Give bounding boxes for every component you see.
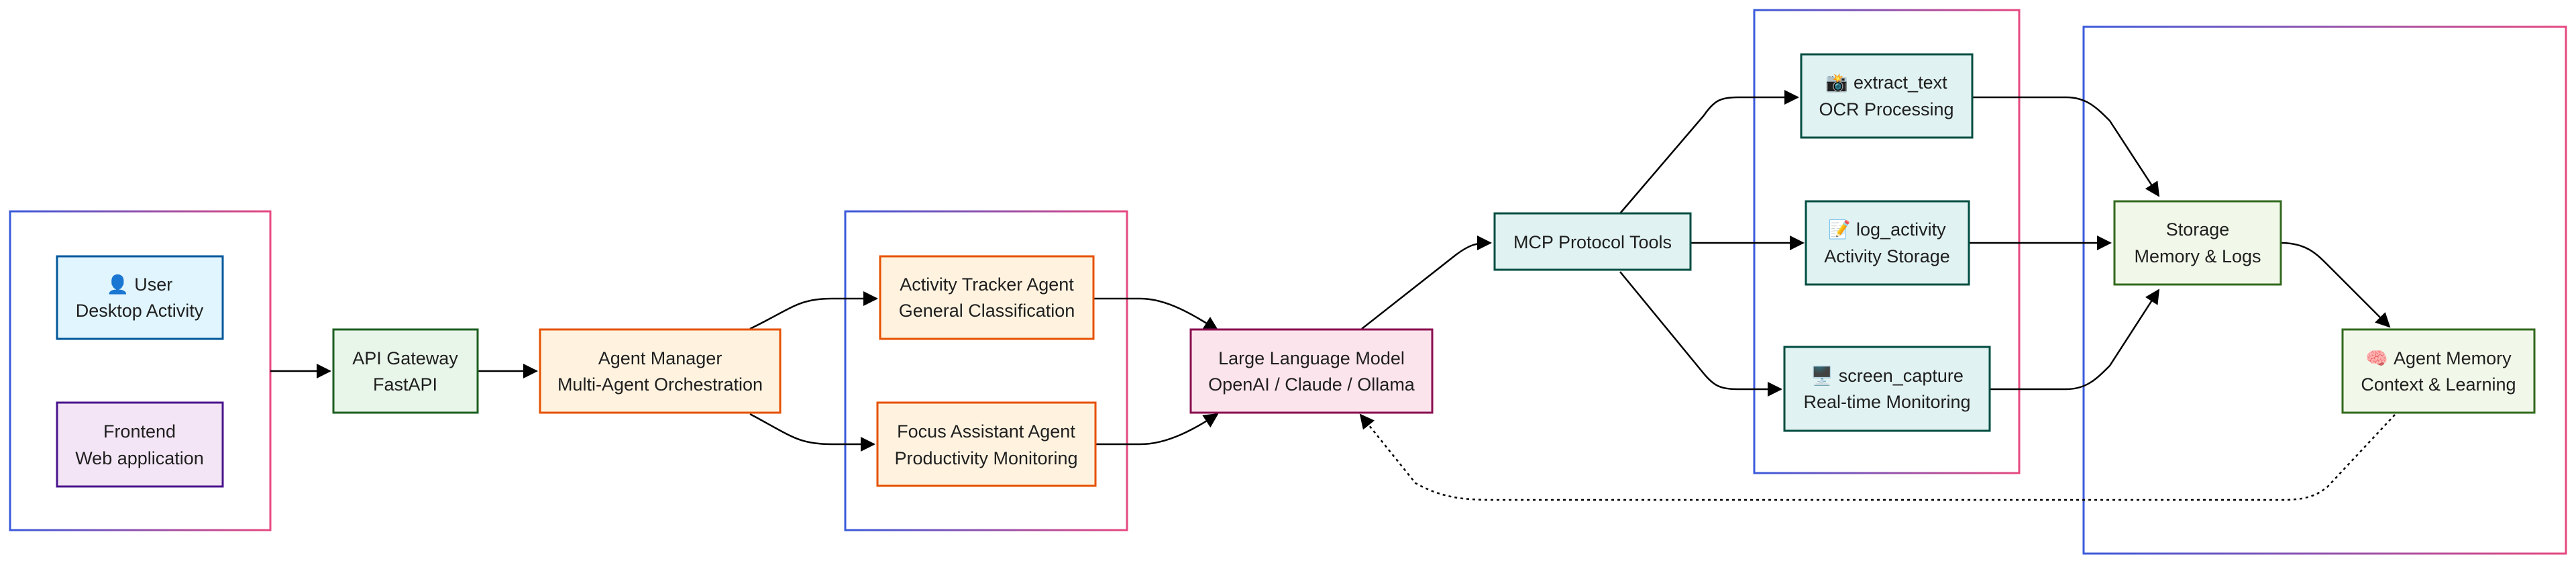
edge-manager-to-focus xyxy=(749,413,875,452)
agent-manager-subtitle: Multi-Agent Orchestration xyxy=(557,374,763,395)
node-log-activity: 📝log_activity Activity Storage xyxy=(1805,200,1970,286)
svg-text:🧠Agent Memory: 🧠 Agent Memory xyxy=(2365,348,2512,368)
activity-tracker-title: Activity Tracker Agent xyxy=(900,274,1074,295)
group-persistence xyxy=(2082,25,2567,555)
user-subtitle: Desktop Activity xyxy=(76,301,204,321)
svg-text:📸extract_text: 📸 extract_text xyxy=(1825,72,1947,93)
node-user: 👤User Desktop Activity xyxy=(56,255,224,340)
node-activity-tracker: Activity Tracker Agent General Classific… xyxy=(879,255,1095,340)
api-gateway-subtitle: FastAPI xyxy=(373,374,437,395)
node-storage: Storage Memory & Logs xyxy=(2113,200,2282,286)
edge-tracker-to-llm xyxy=(1093,297,1219,331)
extract-text-subtitle: OCR Processing xyxy=(1819,99,1953,119)
frontend-subtitle: Web application xyxy=(75,448,204,468)
agent-memory-subtitle: Context & Learning xyxy=(2361,374,2516,395)
log-activity-subtitle: Activity Storage xyxy=(1824,246,1950,266)
node-agent-memory: 🧠 Agent Memory Context & Learning xyxy=(2341,328,2536,414)
monitor-icon: 🖥️ xyxy=(1811,365,1833,386)
storage-subtitle: Memory & Logs xyxy=(2134,246,2261,266)
edge-screen-to-storage xyxy=(1990,289,2160,391)
agent-memory-title: Agent Memory xyxy=(2394,348,2512,368)
focus-assistant-title: Focus Assistant Agent xyxy=(897,421,1075,442)
frontend-title: Frontend xyxy=(103,421,176,442)
edge-mcp-to-extract xyxy=(1619,90,1799,214)
edge-memory-to-llm xyxy=(1359,413,2396,501)
node-focus-assistant: Focus Assistant Agent Productivity Monit… xyxy=(876,401,1097,487)
memo-icon: 📝 xyxy=(1828,219,1851,240)
camera-icon: 📸 xyxy=(1825,72,1848,93)
user-icon: 👤 xyxy=(107,274,129,295)
node-agent-manager: Agent Manager Multi-Agent Orchestration xyxy=(539,328,782,414)
node-api-gateway: API Gateway FastAPI xyxy=(332,328,479,414)
group-frames xyxy=(9,9,2567,555)
node-screen-capture: 🖥️ screen_capture Real-time Monitoring xyxy=(1783,346,1991,432)
focus-assistant-subtitle: Productivity Monitoring xyxy=(894,448,1077,468)
user-title: User xyxy=(134,274,172,295)
agent-manager-title: Agent Manager xyxy=(598,348,722,368)
llm-subtitle: OpenAI / Claude / Ollama xyxy=(1208,374,1415,395)
svg-text:📝log_activity: 📝log_activity xyxy=(1828,219,1946,240)
node-llm: Large Language Model OpenAI / Claude / O… xyxy=(1189,328,1434,414)
storage-title: Storage xyxy=(2166,219,2230,240)
node-mcp-tools: MCP Protocol Tools xyxy=(1493,212,1692,271)
svg-text:🖥️screen_capture: 🖥️ screen_capture xyxy=(1811,365,1964,386)
activity-tracker-subtitle: General Classification xyxy=(899,301,1075,321)
svg-text:👤User: 👤User xyxy=(107,274,173,295)
mcp-tools-title: MCP Protocol Tools xyxy=(1513,232,1672,252)
api-gateway-title: API Gateway xyxy=(352,348,458,368)
extract-text-title: extract_text xyxy=(1854,72,1947,93)
nodes: 👤User Desktop Activity Frontend Web appl… xyxy=(56,53,2536,488)
edge-manager-to-tracker xyxy=(749,291,878,330)
edge-focus-to-llm xyxy=(1095,413,1219,446)
brain-icon: 🧠 xyxy=(2365,348,2388,368)
node-extract-text: 📸 extract_text OCR Processing xyxy=(1800,53,1974,139)
node-frontend: Frontend Web application xyxy=(56,401,224,488)
edge-storage-to-memory xyxy=(2280,242,2391,328)
edges xyxy=(270,90,2396,501)
group-tools xyxy=(1753,9,2021,474)
edge-extract-to-storage xyxy=(1972,96,2160,197)
group-agents xyxy=(844,210,1128,531)
screen-capture-title: screen_capture xyxy=(1839,366,1964,386)
llm-title: Large Language Model xyxy=(1218,348,1405,368)
screen-capture-subtitle: Real-time Monitoring xyxy=(1803,392,1970,412)
log-activity-title: log_activity xyxy=(1856,219,1946,240)
edge-llm-to-mcp xyxy=(1361,236,1492,329)
edge-mcp-to-screen xyxy=(1619,271,1782,397)
